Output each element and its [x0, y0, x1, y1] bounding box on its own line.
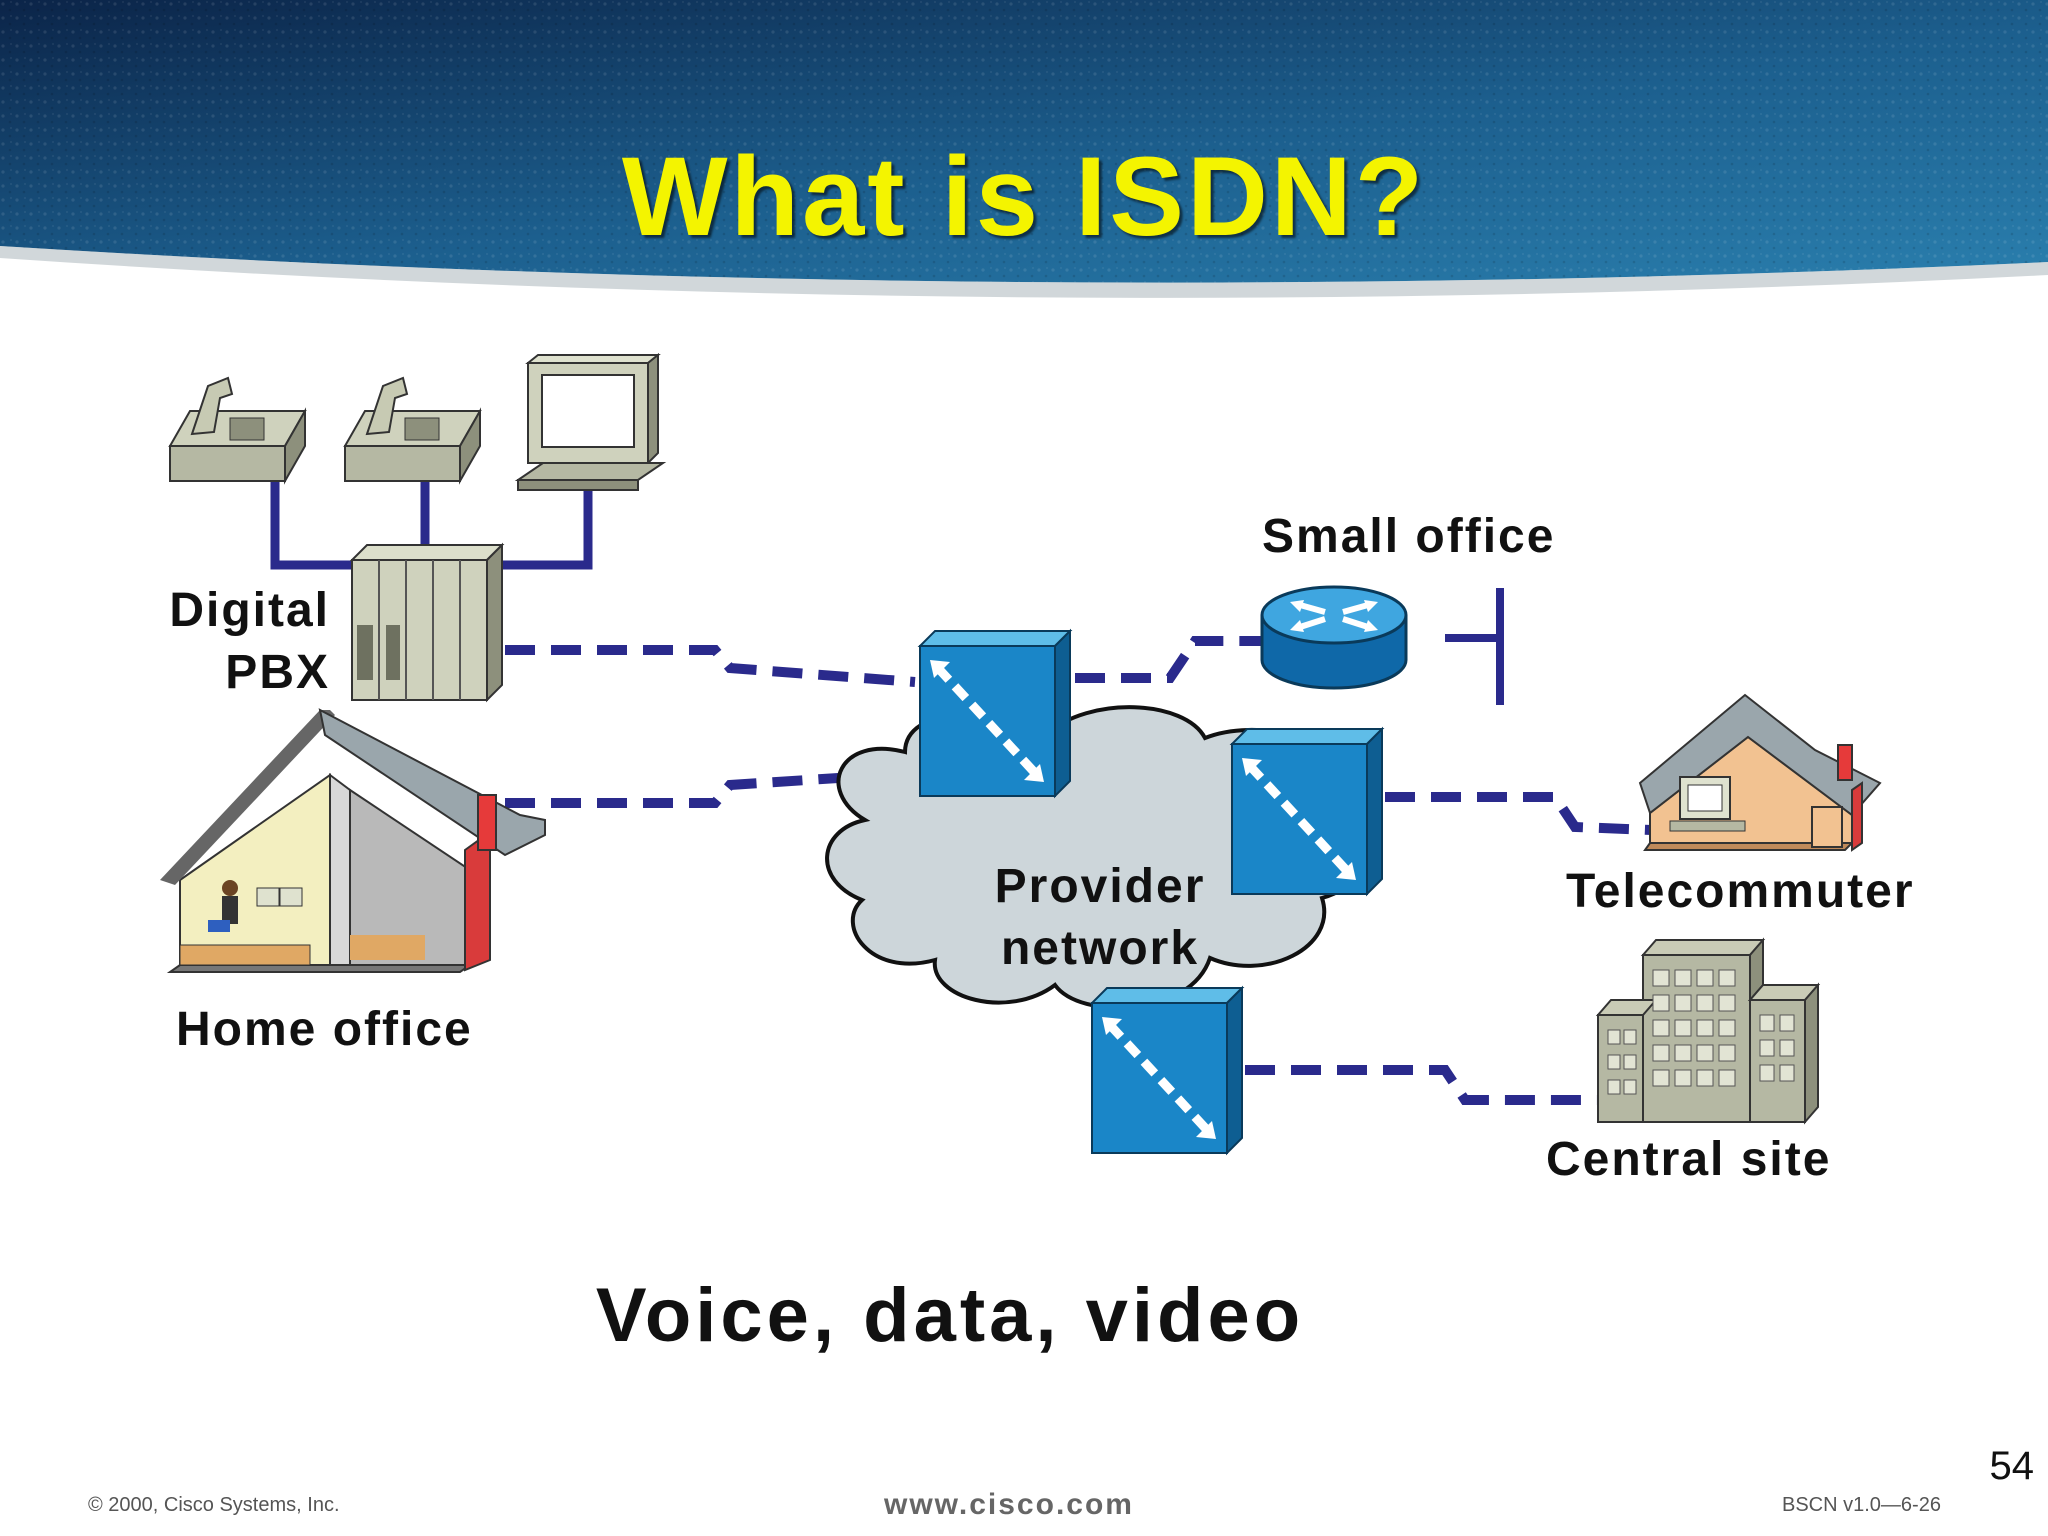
- connections: [270, 470, 1653, 1105]
- isdn-switch-icon: [1229, 726, 1385, 897]
- house-icon: [1638, 693, 1882, 852]
- link-pbx-provider: [505, 645, 916, 687]
- label-digital-pbx-line1: Digital: [169, 584, 330, 637]
- router-icon: [1260, 585, 1408, 690]
- router-lan-segment: [1445, 588, 1504, 705]
- label-small-office: Small office: [1262, 510, 1556, 563]
- slide-number: 54: [1989, 1444, 2035, 1488]
- pbx-device-wiring: [270, 470, 593, 570]
- label-provider-network-line1: Provider: [994, 860, 1206, 913]
- pbx-icon: [349, 542, 505, 703]
- footer-course-code: BSCN v1.0—6-26: [1782, 1494, 1941, 1516]
- link-provider-central: [1245, 1065, 1600, 1105]
- house-icon: [160, 708, 546, 973]
- label-central-site: Central site: [1546, 1133, 1832, 1186]
- link-home-provider: [505, 768, 916, 808]
- tagline: Voice, data, video: [595, 1273, 1305, 1358]
- telephone-icon: [343, 376, 482, 485]
- telephone-icon: [168, 376, 307, 485]
- footer-website: www.cisco.com: [884, 1488, 1134, 1521]
- header-band: [0, 0, 2048, 298]
- slide-title: What is ISDN?: [621, 134, 1427, 259]
- isdn-switch-icon: [1089, 985, 1245, 1156]
- label-provider-network: Provider network: [970, 856, 1230, 980]
- label-digital-pbx: Digital PBX: [160, 580, 330, 704]
- office-building-icon: [1595, 937, 1821, 1125]
- label-digital-pbx-line2: PBX: [225, 646, 330, 699]
- link-provider-router: [1075, 636, 1268, 683]
- link-provider-telecommuter: [1385, 792, 1653, 835]
- label-provider-network-line2: network: [1000, 922, 1200, 975]
- computer-terminal-icon: [514, 352, 667, 491]
- label-home-office: Home office: [176, 1003, 473, 1056]
- isdn-switch-icon: [917, 628, 1073, 799]
- footer-copyright: © 2000, Cisco Systems, Inc.: [88, 1494, 340, 1516]
- label-telecommuter: Telecommuter: [1566, 865, 1915, 918]
